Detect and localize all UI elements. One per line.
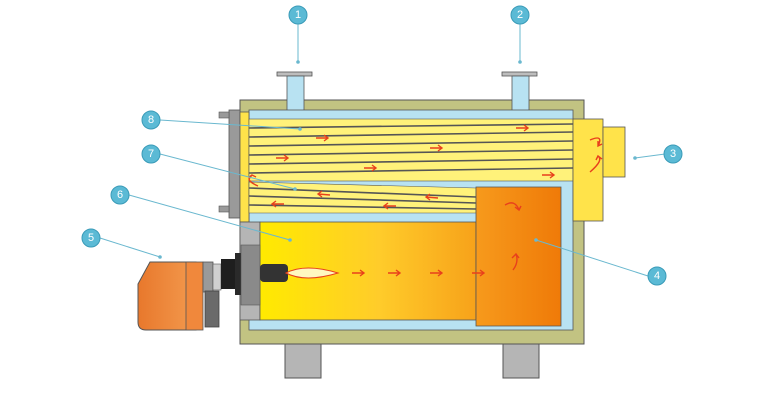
callout-5-label: 5 — [88, 232, 94, 244]
flue-gas-outlet — [602, 126, 626, 178]
third-pass-tube-bank — [248, 118, 574, 182]
callout-8-label: 8 — [148, 114, 154, 126]
front-flange-bolt-bottom — [218, 205, 230, 213]
callout-3-label: 3 — [670, 148, 676, 160]
burner-nozzle — [260, 264, 288, 282]
flame — [284, 267, 340, 279]
rear-smoke-box — [572, 118, 604, 222]
leader-lines — [99, 24, 666, 277]
callout-6: 6 — [110, 185, 130, 205]
callout-7: 7 — [141, 144, 161, 164]
callout-6-label: 6 — [117, 189, 123, 201]
callout-8: 8 — [141, 110, 161, 130]
callout-4-label: 4 — [654, 270, 660, 282]
leader-endpoints — [158, 60, 637, 259]
burner — [137, 244, 261, 331]
water-nozzle-2 — [501, 71, 538, 113]
front-flange-bolt-top — [218, 111, 230, 119]
second-pass-tube-bank — [248, 181, 477, 214]
callout-3: 3 — [663, 144, 683, 164]
flow-arrows — [248, 124, 603, 277]
callout-1: 1 — [288, 5, 308, 25]
front-tube-sheet — [239, 111, 250, 223]
callout-2: 2 — [510, 5, 530, 25]
callout-7-label: 7 — [148, 148, 154, 160]
callout-5: 5 — [81, 228, 101, 248]
callout-1-label: 1 — [295, 9, 301, 21]
callout-2-label: 2 — [517, 9, 523, 21]
front-flange — [228, 109, 241, 219]
callout-4: 4 — [647, 266, 667, 286]
